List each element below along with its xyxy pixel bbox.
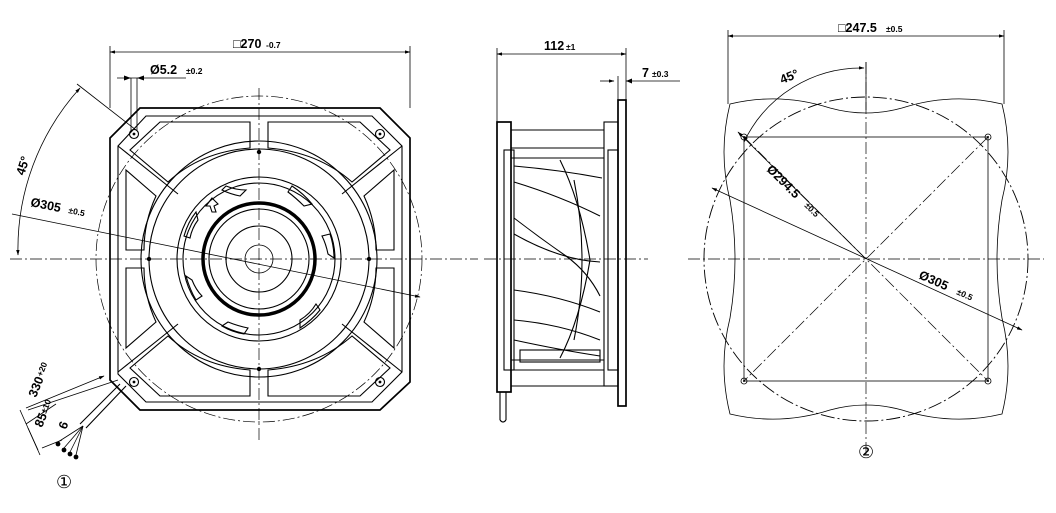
front-view: □270 -0.7 Ø5.2 ±0.2 45° Ø305 ±0.5 330 +2… xyxy=(10,37,478,493)
flange-dimension-label: 7 xyxy=(642,66,649,80)
cutout-dimension-tolerance: ±0.5 xyxy=(886,24,903,34)
strip-length-tolerance: ±10 xyxy=(39,398,54,415)
circle2-dimension-tolerance: ±0.5 xyxy=(955,287,974,303)
strip-length-label: 85 xyxy=(32,411,50,429)
width-dimension-tolerance: -0.7 xyxy=(266,40,281,50)
view2-callout: ② xyxy=(858,442,874,463)
housing-inner-ring xyxy=(140,140,378,378)
diagonal-dimension-label: Ø294.5 xyxy=(764,162,803,201)
flange-dimension-tolerance: ±0.3 xyxy=(652,69,669,79)
cutout-diagonal-2 xyxy=(743,136,989,382)
housing-ribs xyxy=(117,121,403,397)
view1-callout: ① xyxy=(56,472,72,493)
depth-dimension-tolerance: ±1 xyxy=(566,42,576,52)
hole-dimension-label: Ø5.2 xyxy=(150,63,177,77)
diagonal-dimension-tolerance: ±0.5 xyxy=(803,200,822,219)
fan-side-body xyxy=(496,99,627,423)
cutout-view: □247.5 ±0.5 45° Ø294.5 ±0.5 Ø305 ±0.5 ② xyxy=(688,21,1044,463)
outer-dashed-circle xyxy=(95,95,423,423)
angle-left-label: 45° xyxy=(14,155,33,177)
cutout-diagonal-1 xyxy=(743,136,989,382)
housing-inner-frame xyxy=(117,115,403,403)
wire-length-label: 6 xyxy=(56,419,72,431)
mounting-holes xyxy=(128,128,386,388)
hole-dimension-tolerance: ±0.2 xyxy=(186,66,203,76)
angle-right-label: 45° xyxy=(778,67,801,87)
cutout-dimension-label: □247.5 xyxy=(838,21,877,35)
circle-dimension-tolerance: ±0.5 xyxy=(68,205,86,218)
motor-hub xyxy=(201,201,317,317)
side-view: 112 ±1 7 ±0.3 xyxy=(484,39,680,423)
circle-dimension-label: Ø305 xyxy=(29,195,62,215)
impeller xyxy=(176,176,342,342)
lead-length-tolerance: +20 xyxy=(35,360,50,377)
depth-dimension-label: 112 xyxy=(544,39,564,53)
cutout-dashed-circle xyxy=(703,96,1029,422)
width-dimension-label: □270 xyxy=(233,37,261,51)
housing-outline xyxy=(109,107,411,411)
cable xyxy=(55,383,127,460)
